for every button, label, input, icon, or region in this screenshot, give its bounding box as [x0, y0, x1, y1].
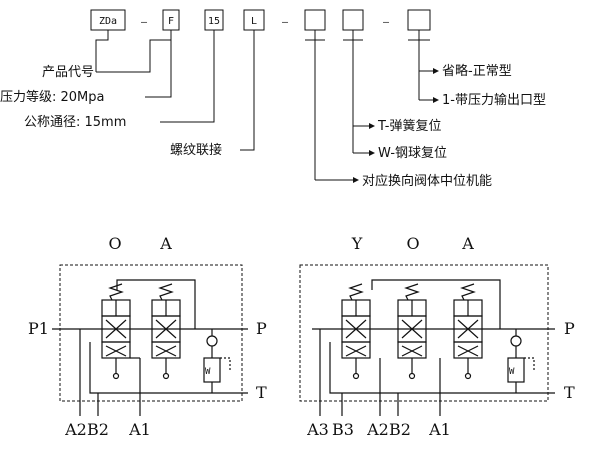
code-box-return [342, 9, 364, 31]
label-product-code: 产品代号 [42, 65, 94, 80]
spool-label-right-y: Y [351, 234, 363, 253]
valve-block-outline-right [299, 264, 549, 402]
bottom-label-left-a1: A1 [128, 420, 151, 439]
spool-label-left-o: O [108, 234, 121, 253]
relief-symbol-right: W [509, 367, 515, 377]
bottom-label-right-a2: A2 [366, 420, 389, 439]
code-box-outlet [407, 9, 431, 31]
code-text-l: L [251, 16, 257, 27]
diagram-right: Y O A [299, 234, 575, 439]
bottom-label-left-a2: A2 [64, 420, 87, 439]
label-spring-return: T-弹簧复位 [377, 118, 441, 134]
label-pressure-class: 压力等级: 20Mpa [0, 89, 105, 105]
port-p1-left: P1 [28, 319, 49, 338]
label-ball-detent: W-钢球复位 [378, 146, 447, 161]
code-box-center [304, 9, 326, 31]
relief-symbol-left: W [205, 367, 211, 377]
label-pressure-outlet: 1-带压力输出口型 [442, 92, 546, 108]
valve-block-outline-left [59, 264, 243, 402]
label-nominal-diameter: 公称通径: 15mm [24, 115, 126, 130]
port-p-right: P [564, 319, 575, 338]
leader-lines [95, 30, 439, 183]
label-center-function: 对应换向阀体中位机能 [362, 173, 492, 189]
label-omit-normal: 省略-正常型 [442, 63, 512, 79]
spool-label-left-a: A [159, 234, 172, 253]
port-t-left: T [256, 383, 267, 402]
code-separator-1: — [141, 17, 148, 28]
bottom-label-right-b2: B2 [389, 420, 411, 439]
bottom-label-left-b2: B2 [87, 420, 109, 439]
code-text-f: F [168, 16, 174, 27]
bottom-label-right-b3: B3 [332, 420, 354, 439]
diagram-left: O A [28, 234, 267, 439]
code-separator-2: — [282, 17, 289, 28]
code-text-15: 15 [208, 16, 220, 27]
spool-label-right-o: O [406, 234, 419, 253]
spool-label-right-a: A [461, 234, 474, 253]
code-separator-3: — [383, 17, 390, 28]
bottom-label-right-a1: A1 [428, 420, 451, 439]
port-p-left: P [256, 319, 267, 338]
label-thread-connection: 螺纹联接 [170, 142, 222, 158]
bottom-label-right-a3: A3 [306, 420, 329, 439]
code-text-series: ZDa [99, 16, 117, 27]
port-t-right: T [564, 383, 575, 402]
